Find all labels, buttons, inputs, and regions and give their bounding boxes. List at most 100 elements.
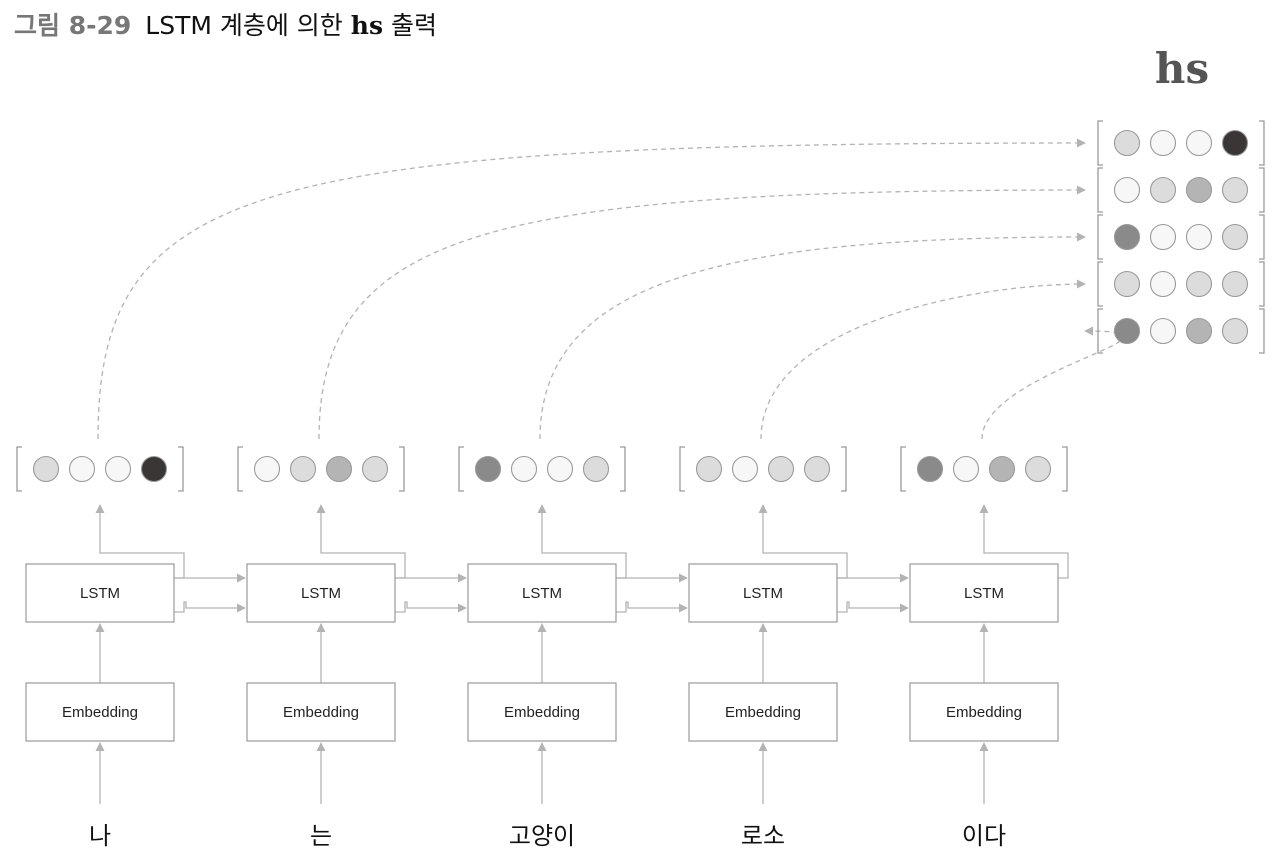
embedding-box-rect [909, 682, 1059, 742]
hs-row-2-bracket-left [1097, 214, 1103, 260]
hs-row-4-bracket-right [1259, 308, 1265, 354]
hidden-vector-2-bracket-right [620, 446, 626, 492]
hidden-vector-1 [237, 446, 405, 492]
hidden-vector-2-bracket-left [458, 446, 464, 492]
dashed-copy-arrow [981, 326, 1125, 440]
hidden-vector-4-bracket-left [900, 446, 906, 492]
hs-row-0-cell [1113, 129, 1141, 157]
lstm-box-label: LSTM [964, 585, 1004, 602]
hidden-vector-0 [16, 446, 184, 492]
lstm-box: LSTM [909, 563, 1059, 623]
hs-row-2-cell [1113, 223, 1141, 251]
cell-state-arrow [837, 601, 909, 613]
lstm-box-label: LSTM [743, 585, 783, 602]
embedding-box-label: Embedding [283, 704, 359, 721]
hs-row-3-bracket-left [1097, 261, 1103, 307]
embedding-box-rect [688, 682, 838, 742]
hidden-vector-4-bracket-right [1062, 446, 1068, 492]
embedding-box-rect [25, 682, 175, 742]
hs-row-3-cell [1113, 270, 1141, 298]
hidden-vector-0-cell [104, 455, 132, 483]
lstm-box-label: LSTM [80, 585, 120, 602]
hs-matrix [1097, 120, 1265, 354]
hs-row-0-cell [1221, 129, 1249, 157]
cell-state-arrow [616, 601, 688, 613]
input-word: 로소 [741, 822, 785, 850]
hs-row-2-cell [1149, 223, 1177, 251]
input-word: 이다 [962, 822, 1006, 850]
cell-state-arrow [395, 601, 467, 613]
cell-state-arrow [174, 601, 246, 613]
hs-row-3-bracket-right [1259, 261, 1265, 307]
hs-row-1-cell [1149, 176, 1177, 204]
hidden-vector-0-cell [68, 455, 96, 483]
hidden-vector-3-bracket-right [841, 446, 847, 492]
figure-title-prefix: LSTM 계층에 의한 [145, 11, 343, 40]
lstm-box-rect [909, 563, 1059, 623]
hidden-vector-1-cell [325, 455, 353, 483]
hidden-vector-1-bracket-right [399, 446, 405, 492]
hs-row-0-bracket-left [1097, 120, 1103, 166]
hidden-vector-0-cell [140, 455, 168, 483]
lstm-box: LSTM [25, 563, 175, 623]
lstm-box: LSTM [246, 563, 396, 623]
hidden-vector-2 [458, 446, 626, 492]
figure-title-suffix: 출력 [390, 11, 437, 40]
hs-row-1-cell [1221, 176, 1249, 204]
hs-row-3-cell [1221, 270, 1249, 298]
hs-row-1-cell [1113, 176, 1141, 204]
embedding-box-label: Embedding [725, 704, 801, 721]
embedding-box: Embedding [25, 682, 175, 742]
hs-matrix-label: hs [1154, 44, 1210, 93]
hs-row-2-bracket-right [1259, 214, 1265, 260]
hs-row-3-cell [1149, 270, 1177, 298]
hs-row-4-cell [1113, 317, 1141, 345]
dashed-copy-arrow [318, 185, 1086, 440]
hidden-vector-3-bracket-left [679, 446, 685, 492]
lstm-box-rect [688, 563, 838, 623]
hidden-vector-3-cell [731, 455, 759, 483]
input-word: 고양이 [509, 822, 575, 850]
hs-row-1-cell [1185, 176, 1213, 204]
hs-row-0-cell [1149, 129, 1177, 157]
embedding-box-label: Embedding [504, 704, 580, 721]
hs-row-4-cell [1221, 317, 1249, 345]
dashed-copy-arrow [760, 279, 1086, 440]
hidden-vector-1-bracket-left [237, 446, 243, 492]
hidden-vector-2-cell [546, 455, 574, 483]
dashed-copy-arrow [97, 138, 1086, 440]
lstm-box-label: LSTM [522, 585, 562, 602]
embedding-box-label: Embedding [62, 704, 138, 721]
hidden-vector-1-cell [253, 455, 281, 483]
figure-title: 그림 8-29 LSTM 계층에 의한 hs 출력 [14, 6, 437, 42]
embedding-box: Embedding [467, 682, 617, 742]
lstm-box-label: LSTM [301, 585, 341, 602]
hs-row-3-cell [1185, 270, 1213, 298]
hidden-vector-0-cell [32, 455, 60, 483]
lstm-box-rect [246, 563, 396, 623]
hidden-vector-1-cell [289, 455, 317, 483]
hidden-vector-4-cell [1024, 455, 1052, 483]
hidden-vector-3-cell [695, 455, 723, 483]
lstm-box: LSTM [688, 563, 838, 623]
hidden-vector-3 [679, 446, 847, 492]
hidden-vector-4-cell [916, 455, 944, 483]
hidden-vector-2-cell [510, 455, 538, 483]
hidden-vector-4-cell [952, 455, 980, 483]
input-word: 나 [89, 822, 111, 850]
hs-row-4-cell [1149, 317, 1177, 345]
lstm-output-arrow [979, 504, 1069, 579]
lstm-box-rect [25, 563, 175, 623]
hs-row-4-bracket-left [1097, 308, 1103, 354]
figure-title-hs: hs [350, 11, 384, 40]
hs-row-1-bracket-right [1259, 167, 1265, 213]
dashed-copy-arrow [539, 232, 1086, 440]
embedding-box: Embedding [909, 682, 1059, 742]
hidden-vector-0-bracket-left [16, 446, 22, 492]
hidden-vector-3-cell [803, 455, 831, 483]
lstm-box: LSTM [467, 563, 617, 623]
figure-number: 그림 8-29 [14, 11, 132, 40]
embedding-box: Embedding [246, 682, 396, 742]
embedding-box: Embedding [688, 682, 838, 742]
